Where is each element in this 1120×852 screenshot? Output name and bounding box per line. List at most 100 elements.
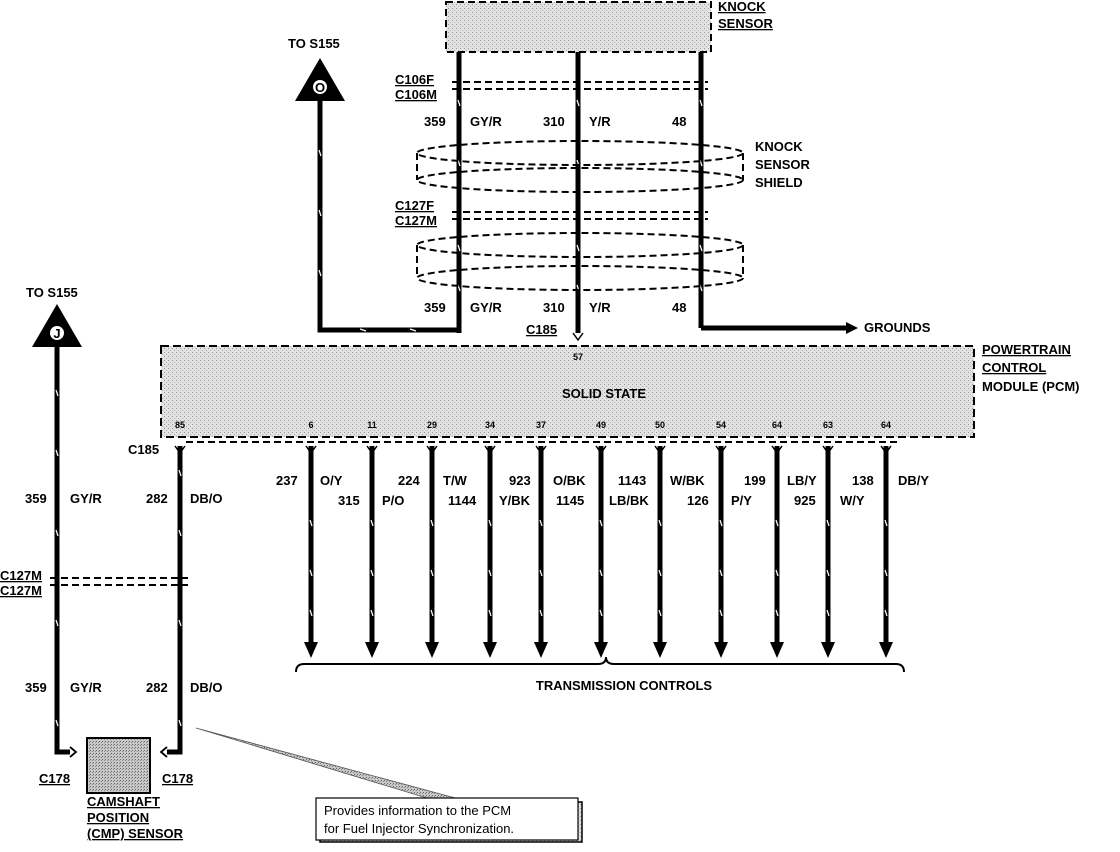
wire-circuit-48-lower: 48: [672, 300, 686, 315]
pcm-pin-34: 34: [485, 420, 495, 430]
cmp-sensor-label-3: (CMP) SENSOR: [87, 826, 184, 841]
left-circuit-359-upper: 359: [25, 491, 47, 506]
trans-tick-1145: [599, 609, 603, 617]
trans-arrow-1144: [483, 642, 497, 658]
cmp-sensor-box: [86, 737, 151, 794]
pcm-pin-50: 50: [655, 420, 665, 430]
trans-circuit-315: 315: [338, 493, 360, 508]
left-color-dbo-lower: DB/O: [190, 680, 223, 695]
transmission-wire-labels: 237 O/Y 315 P/O 224 T/W 1144 Y/BK 923 O/…: [276, 473, 929, 508]
cmp-sensor-label-1: CAMSHAFT: [87, 794, 160, 809]
trans-connector-237: [305, 445, 317, 455]
note-pointer: [195, 727, 471, 803]
grounds-label: GROUNDS: [864, 320, 931, 335]
splice-o-triangle: [295, 58, 345, 101]
trans-connector-315: [366, 445, 378, 455]
wire-circuit-48-upper: 48: [672, 114, 686, 129]
trans-connector-1145: [595, 445, 607, 455]
trans-tick-126: [719, 519, 723, 527]
trans-circuit-199: 199: [744, 473, 766, 488]
trans-circuit-1144: 1144: [448, 493, 477, 508]
wire-359-left: [54, 347, 70, 755]
trans-connector-126: [715, 445, 727, 455]
left-color-gyr-upper: GY/R: [70, 491, 102, 506]
trans-color-po: P/O: [382, 493, 404, 508]
pcm-pin-37: 37: [536, 420, 546, 430]
trans-color-tw: T/W: [443, 473, 468, 488]
trans-color-wbk: W/BK: [670, 473, 705, 488]
connector-c178-right: C178: [162, 771, 193, 786]
left-circuit-282-lower: 282: [146, 680, 168, 695]
trans-tick-315: [370, 569, 374, 577]
connector-c127m: C127M: [395, 213, 437, 228]
knock-sensor-label-1: KNOCK: [718, 0, 766, 14]
trans-circuit-138: 138: [852, 473, 874, 488]
trans-color-ybk: Y/BK: [499, 493, 531, 508]
connector-c106m: C106M: [395, 87, 437, 102]
trans-tick-925: [826, 519, 830, 527]
pcm-pin-49: 49: [596, 420, 606, 430]
splice-j-to-label: TO S155: [26, 285, 78, 300]
trans-tick-126: [719, 609, 723, 617]
pcm-pin-85: 85: [175, 420, 185, 430]
splice-j-triangle: [32, 304, 82, 347]
trans-tick-1145: [599, 519, 603, 527]
wire-color-gyr-lower: GY/R: [470, 300, 502, 315]
pcm-label-3: MODULE (PCM): [982, 379, 1080, 394]
connector-c178-left: C178: [39, 771, 70, 786]
trans-color-wy: W/Y: [840, 493, 865, 508]
note-line-1: Provides information to the PCM: [324, 803, 511, 818]
trans-tick-224: [430, 569, 434, 577]
pcm-pin-6: 6: [308, 420, 313, 430]
trans-tick-237: [309, 569, 313, 577]
wire-circuit-359-upper: 359: [424, 114, 446, 129]
trans-circuit-1145: 1145: [556, 493, 584, 508]
knock-shield-label-1: KNOCK: [755, 139, 803, 154]
trans-tick-224: [430, 609, 434, 617]
trans-tick-138: [884, 569, 888, 577]
left-color-dbo-upper: DB/O: [190, 491, 223, 506]
trans-tick-315: [370, 609, 374, 617]
wire-color-yr-lower: Y/R: [589, 300, 611, 315]
trans-connector-138: [880, 445, 892, 455]
pcm-pin-63: 63: [823, 420, 833, 430]
note-box: [315, 797, 579, 841]
pcm-bottom-pins: 85 6 11 29 34 37 49 50 54 64 63 64: [175, 420, 891, 430]
pcm-pin-29: 29: [427, 420, 437, 430]
knock-sensor-box: [445, 1, 712, 53]
pcm-solid-state: SOLID STATE: [562, 386, 646, 401]
trans-color-dby: DB/Y: [898, 473, 929, 488]
trans-tick-199: [775, 569, 779, 577]
trans-connector-224: [426, 445, 438, 455]
connector-c185-top: C185: [526, 322, 557, 337]
trans-tick-1144: [488, 569, 492, 577]
pcm-pin-54: 54: [716, 420, 726, 430]
splice-j-letter: J: [53, 326, 60, 341]
left-color-gyr-lower: GY/R: [70, 680, 102, 695]
trans-arrow-315: [365, 642, 379, 658]
left-circuit-282-upper: 282: [146, 491, 168, 506]
wire-splice-o: [317, 101, 459, 333]
trans-tick-237: [309, 609, 313, 617]
pcm-box: [160, 345, 975, 438]
trans-circuit-224: 224: [398, 473, 420, 488]
trans-color-py: P/Y: [731, 493, 752, 508]
pcm-pin-64a: 64: [772, 420, 782, 430]
connector-c106f: C106F: [395, 72, 434, 87]
splice-o-to-label: TO S155: [288, 36, 340, 51]
trans-arrow-923: [534, 642, 548, 658]
trans-circuit-923: 923: [509, 473, 531, 488]
connector-c127m-left-a: C127M: [0, 568, 42, 583]
trans-tick-199: [775, 519, 779, 527]
wire-circuit-310-lower: 310: [543, 300, 565, 315]
trans-circuit-237: 237: [276, 473, 298, 488]
trans-tick-923: [539, 519, 543, 527]
trans-tick-126: [719, 569, 723, 577]
trans-circuit-126: 126: [687, 493, 709, 508]
trans-tick-923: [539, 569, 543, 577]
pcm-pin-64b: 64: [881, 420, 891, 430]
trans-connector-1144: [484, 445, 496, 455]
wire-282-left: [167, 446, 183, 755]
trans-connector-1143: [654, 445, 666, 455]
trans-tick-1144: [488, 609, 492, 617]
